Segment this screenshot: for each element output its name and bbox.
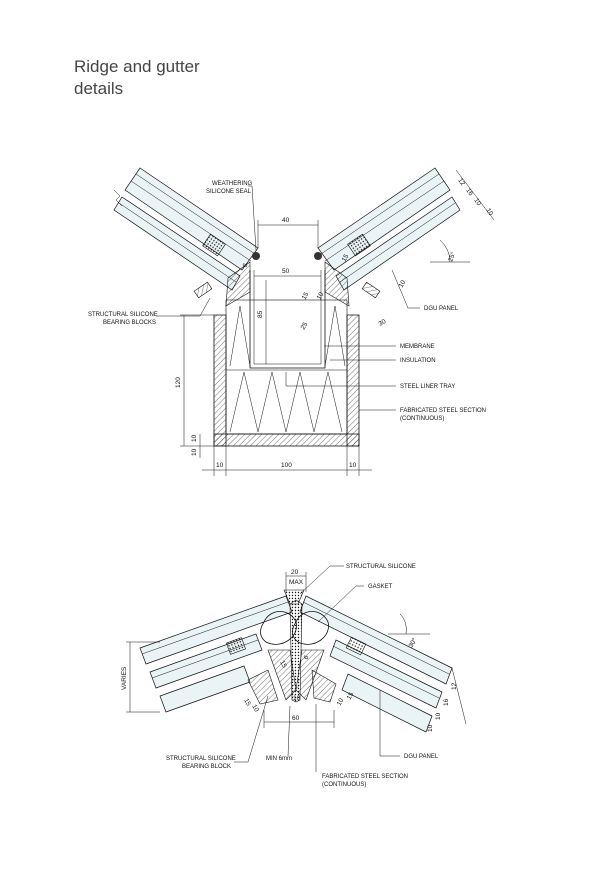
ridge-label-bearing-block-2: BEARING BLOCK — [182, 764, 231, 770]
ridge-dim-l2: 6 — [303, 654, 311, 661]
ridge-label-dgu-panel: DGU PANEL — [404, 754, 439, 760]
page-title-line-2: details — [74, 79, 124, 98]
gutter-dim-height: 120 — [175, 377, 182, 388]
ridge-detail: 20 MAX 30° 60 10 VARIES 12 16 10 10 10 1… — [121, 564, 467, 788]
page-title-line-1: Ridge and gutter — [74, 57, 200, 76]
gutter-dim-angle-2: 30 — [378, 318, 388, 328]
ridge-dim-d1: 10 — [336, 697, 346, 707]
ridge-label-varies: VARIES — [121, 666, 128, 690]
gutter-dim-small-1: 6 — [242, 262, 250, 269]
gutter-label-steel-liner-tray: STEEL LINER TRAY — [400, 384, 455, 390]
ridge-dim-l1: 15 — [278, 660, 288, 670]
gutter-dim-gap: 10 — [316, 291, 326, 301]
gutter-dim-depth: 85 — [257, 310, 264, 318]
ridge-label-fabricated-steel-2: (CONTINUOUS) — [322, 782, 366, 788]
gutter-detail: 40 50 85 120 100 10 10 10 10 25 30 6 15 … — [88, 167, 495, 476]
ridge-dim-p2: 16 — [443, 698, 450, 706]
gutter-label-structural-silicone-1: STRUCTURAL SILICONE — [88, 312, 158, 318]
gutter-label-dgu-panel: DGU PANEL — [424, 306, 459, 312]
ridge-dim-p1: 12 — [451, 682, 458, 690]
ridge-dim-max: MAX — [289, 579, 304, 586]
ridge-label-gasket: GASKET — [368, 584, 393, 590]
ridge-dim-base: 60 — [292, 715, 300, 722]
gutter-dim-base-thk-a: 10 — [191, 448, 198, 456]
gutter-dim-panel-1: 12 — [456, 177, 466, 187]
gutter-label-weathering-1: WEATHERING — [212, 181, 253, 187]
ridge-dim-p3: 10 — [435, 712, 442, 720]
gutter-dim-right-wall: 10 — [349, 462, 357, 469]
gutter-label-membrane: MEMBRANE — [400, 344, 435, 350]
gutter-label-fabricated-steel-1: FABRICATED STEEL SECTION — [400, 408, 486, 414]
gutter-label-fabricated-steel-2: (CONTINUOUS) — [400, 416, 444, 422]
ridge-label-structural-silicone: STRUCTURAL SILICONE — [346, 564, 416, 570]
gutter-steel-section — [193, 252, 381, 447]
gutter-dim-slope: 25° — [446, 250, 457, 262]
gutter-label-structural-silicone-2: BEARING BLOCKS — [103, 320, 156, 326]
gutter-dim-left-wall: 10 — [216, 462, 224, 469]
gutter-dim-inner-width: 50 — [282, 268, 290, 275]
ridge-dimensions — [126, 572, 467, 728]
gutter-dim-small-3: 15 — [341, 253, 351, 263]
gutter-dim-small-2: 15 — [301, 291, 311, 301]
ridge-dim-p4: 10 — [427, 724, 434, 732]
ridge-right-dgu-panel — [299, 595, 453, 733]
gutter-dim-base-width: 100 — [281, 462, 292, 469]
gutter-dim-panel-2: 16 — [464, 187, 474, 197]
gutter-dimensions — [180, 169, 495, 476]
ridge-steel-section — [247, 589, 337, 705]
gutter-dim-top-width: 40 — [282, 217, 290, 224]
gutter-dim-small-4: 10 — [398, 279, 408, 289]
gutter-dim-panel-3: 10 — [472, 197, 482, 207]
ridge-leaders — [234, 565, 400, 772]
ridge-label-fabricated-steel-1: FABRICATED STEEL SECTION — [322, 774, 408, 780]
ridge-left-dgu-panel — [139, 595, 293, 713]
ridge-dim-d4: 10 — [250, 704, 260, 714]
ridge-label-bearing-block-1: STRUCTURAL SILICONE — [166, 756, 236, 762]
gutter-dim-panel-4: 10 — [484, 207, 494, 217]
ridge-dim-web: 10 — [293, 695, 301, 702]
gutter-dim-angle-1: 25 — [300, 321, 310, 331]
ridge-dim-d2: 15 — [346, 691, 356, 701]
gutter-dim-base-thk-b: 10 — [191, 434, 198, 442]
gutter-label-weathering-2: SILICONE SEAL — [206, 189, 252, 195]
ridge-dim-d3: 15 — [242, 698, 252, 708]
page-title: Ridge and gutter details — [74, 56, 200, 100]
ridge-dim-max-gap: 20 — [291, 569, 299, 576]
gutter-left-dgu-panel — [113, 167, 259, 291]
gutter-label-insulation: INSULATION — [400, 358, 436, 364]
ridge-dim-angle: 30° — [407, 636, 419, 649]
gutter-leaders — [156, 185, 420, 411]
gutter-right-dgu-panel — [317, 167, 461, 291]
ridge-label-min: MIN 6mm — [266, 756, 292, 762]
